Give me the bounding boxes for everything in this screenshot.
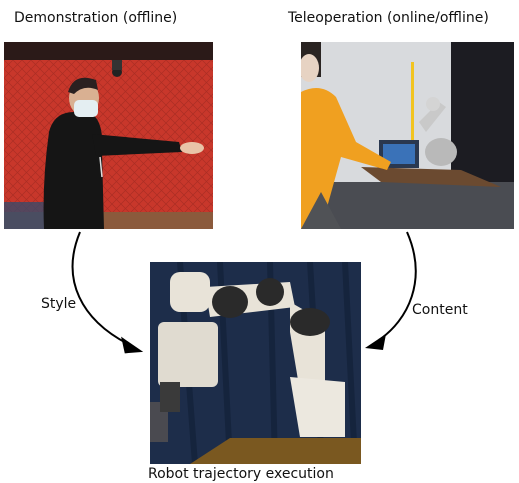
- person-teleoperating-icon: [301, 42, 391, 229]
- person-pointing-icon: [43, 77, 204, 229]
- style-arrowhead: [121, 336, 144, 354]
- content-arrowhead: [365, 334, 386, 350]
- demonstration-caption: Demonstration (offline): [14, 10, 178, 26]
- teleoperation-caption: Teleoperation (online/offline): [288, 10, 489, 26]
- robot-arm-icon: [158, 272, 345, 437]
- style-label: Style: [41, 296, 77, 312]
- camera-icon: [112, 60, 122, 77]
- demonstration-photo: [4, 42, 213, 229]
- content-arrow: [378, 231, 417, 341]
- haptic-device-icon: [419, 97, 457, 166]
- style-arrow: [71, 231, 129, 345]
- content-label: Content: [412, 302, 468, 318]
- robot-photo: [150, 262, 361, 464]
- teleoperation-photo: [301, 42, 514, 229]
- execution-caption: Robot trajectory execution: [148, 466, 334, 482]
